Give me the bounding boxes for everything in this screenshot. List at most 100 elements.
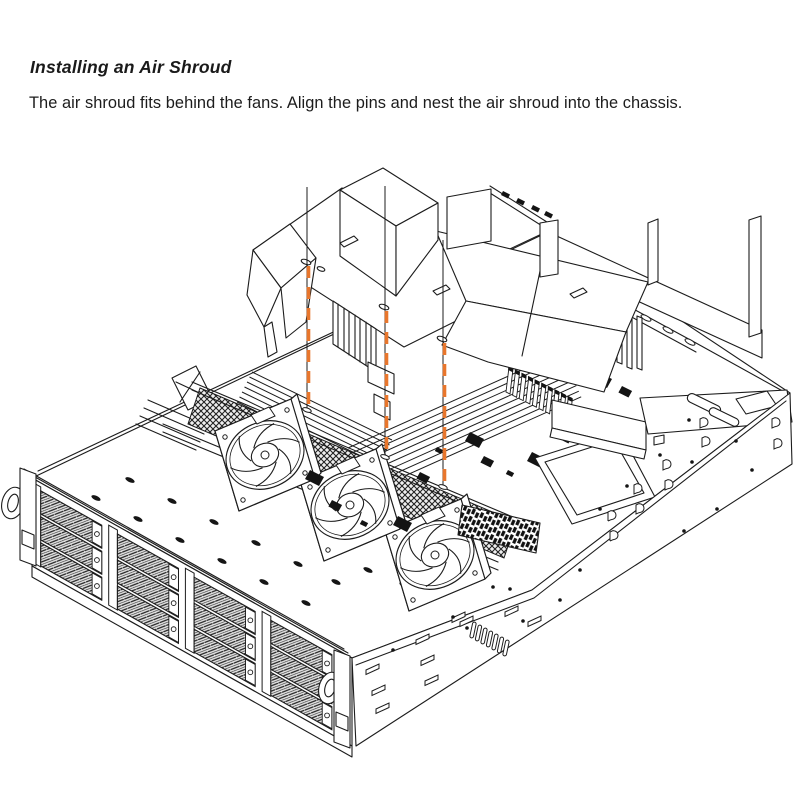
drive-tray [193, 576, 256, 636]
section-heading: Installing an Air Shroud [30, 57, 232, 77]
deck-hole [293, 561, 303, 567]
tray-latch [168, 563, 179, 592]
wall-slot [504, 605, 519, 618]
wall-slot [424, 674, 439, 687]
vent-grille-plate [457, 504, 541, 554]
drive-tray [116, 559, 179, 619]
deck-hole [209, 519, 219, 525]
component [465, 432, 484, 448]
fan-blade [363, 498, 377, 524]
fan-screw [472, 570, 478, 576]
dimm [518, 372, 527, 402]
deck-hole [217, 558, 227, 564]
wall-d-tab [771, 417, 781, 429]
air-shroud [246, 167, 649, 421]
wall-rivet [598, 507, 602, 511]
drive-tray [270, 671, 333, 731]
wall-rivet [750, 468, 754, 472]
wall-rivet [734, 439, 738, 443]
tray-latch [168, 615, 179, 644]
fan-blade [255, 461, 277, 487]
fan-blade [238, 436, 252, 462]
rail-ticks [501, 191, 553, 219]
drive-tray [40, 541, 103, 602]
wall-d-tab [635, 503, 645, 515]
wall-rivet [682, 529, 686, 533]
tray-latch [168, 589, 179, 618]
fan-screw [307, 484, 313, 490]
right-side-wall [351, 392, 793, 747]
fan-screw [454, 507, 460, 513]
rail-tick [516, 198, 525, 206]
fan-blade [253, 423, 275, 449]
rim-hole [684, 338, 696, 346]
wall-rivet [391, 648, 395, 652]
alignment-pin [438, 240, 448, 490]
wall-rivet [625, 484, 629, 488]
tray-latch [245, 658, 256, 687]
shroud-right-lower [441, 300, 627, 393]
deck-hole [167, 498, 177, 504]
wall-d-tab [701, 436, 711, 448]
wall-slot [365, 663, 380, 676]
pin-landing-hole [302, 407, 312, 413]
fan-screw [410, 597, 416, 603]
deck-hole [125, 477, 135, 483]
wall-vent-slot [485, 630, 494, 648]
fan-handle [420, 506, 446, 525]
drive-tray [116, 533, 179, 593]
component [416, 472, 431, 484]
front-base-rail [31, 565, 353, 758]
fan-blade [408, 536, 422, 562]
wall-d-tab [662, 459, 672, 471]
wall-slot [420, 654, 435, 667]
fan-blade [352, 488, 385, 493]
dimm [531, 379, 540, 408]
instruction-text: The air shroud fits behind the fans. Ali… [29, 94, 683, 112]
drive-tray [270, 645, 333, 705]
fan-handle [335, 456, 361, 475]
deck-hole [133, 516, 143, 522]
deck-hole [301, 600, 311, 606]
component [359, 520, 369, 528]
wall-d-tab [773, 438, 783, 450]
drive-tray [40, 489, 103, 550]
wall-d-tab [609, 530, 619, 542]
wall-slot [415, 633, 430, 646]
component [305, 470, 324, 486]
shroud-spout-flaps [246, 223, 317, 358]
wall-vent-slot [496, 636, 505, 654]
tray-latch [91, 572, 103, 600]
dimm-slots [505, 366, 573, 425]
rear-corner-post [748, 215, 762, 338]
drive-tray [116, 585, 179, 645]
drive-tray [40, 515, 103, 576]
rail-tick [544, 211, 553, 219]
wall-rivet [578, 568, 582, 572]
fan-screw [369, 457, 375, 463]
tray-latch [321, 701, 333, 730]
fan-screw [387, 520, 393, 526]
dimm [538, 382, 547, 412]
left-mounting-ear [1, 467, 37, 567]
wall-d-tab [664, 479, 674, 491]
wall-d-tab [607, 510, 617, 522]
wall-rivet [521, 619, 525, 623]
fan-blade [423, 523, 445, 549]
wall-rivet [658, 453, 662, 457]
component [505, 470, 515, 478]
drive-tray [193, 602, 256, 662]
wall-vent-slot [491, 633, 499, 651]
fan-blade [267, 438, 300, 443]
wall-rivet [451, 615, 455, 619]
fan-module [214, 393, 322, 512]
bay-mullion [108, 524, 118, 611]
shroud-fin [446, 188, 492, 250]
fan-screw [284, 407, 290, 413]
wall-rivet [491, 585, 495, 589]
rail-tick [531, 205, 540, 213]
fan-screw [222, 434, 228, 440]
alignment-pin [380, 186, 390, 460]
